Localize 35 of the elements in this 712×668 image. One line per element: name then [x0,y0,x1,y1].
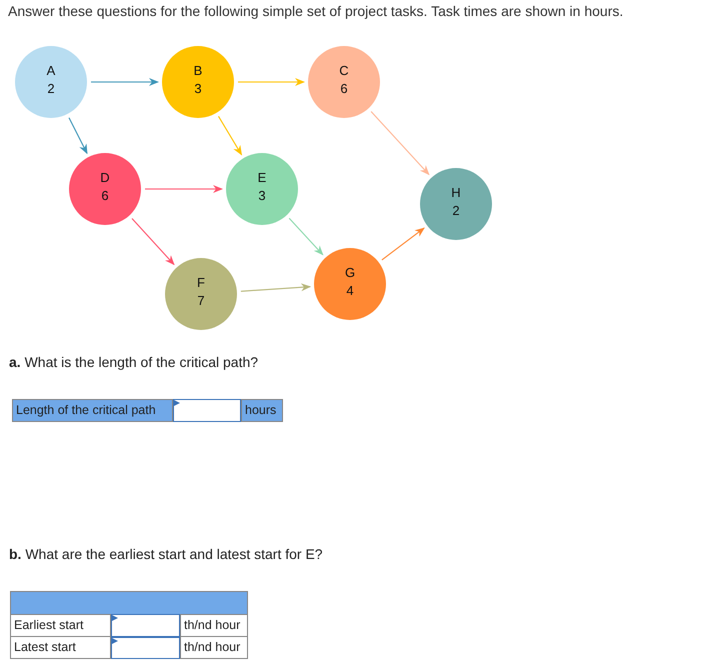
question-text: b. What are the earliest start and latest start for E? [9,546,323,562]
question-text: a. What is the length of the critical path? [9,354,258,370]
task-duration: 3 [193,82,203,96]
task-letter: A [46,64,56,78]
arrow [68,117,88,154]
task-duration: 6 [339,82,349,96]
arrow [370,111,430,176]
arrow [145,185,223,193]
table-cell: Length of the critical path [12,399,173,422]
arrow [91,78,159,86]
task-duration: 6 [100,189,110,203]
task-letter: F [196,276,206,290]
task-letter: C [338,64,350,78]
arrow [238,78,305,86]
table-cell: th/nd hour [180,636,248,659]
table-cell: Latest start [10,636,111,659]
task-duration: 7 [196,294,206,308]
task-letter: H [450,186,462,200]
task-letter: B [192,64,204,78]
table-cell: th/nd hour [180,614,248,637]
arrow [288,218,324,256]
task-letter: D [99,171,111,185]
task-duration: 3 [257,189,267,203]
task-duration: 2 [46,82,56,96]
table-cell: Earliest start [10,614,111,637]
table-cell: hours [241,399,283,422]
arrow [382,228,425,260]
arrow [218,116,242,156]
task-duration: 4 [345,284,355,298]
task-letter: E [256,171,268,185]
task-duration: 2 [451,204,461,218]
task-letter: G [344,266,356,280]
arrow [132,218,175,266]
title-text: Answer these questions for the following simple set of project tasks. Task times are shown in hours. [8,3,624,19]
arrow [240,283,312,292]
